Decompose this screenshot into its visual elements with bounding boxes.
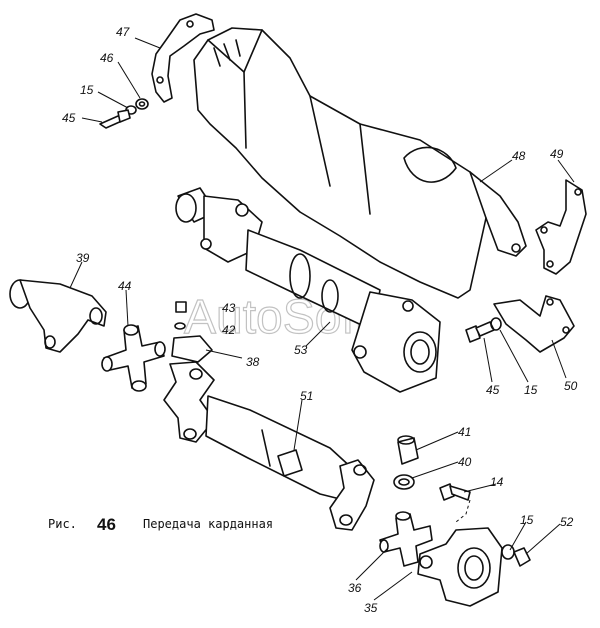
callout-51: 51 — [300, 389, 313, 403]
callout-53: 53 — [294, 343, 308, 357]
cross-spider-44 — [101, 324, 166, 392]
flange-yoke-35 — [417, 527, 503, 607]
cardan-shaft-upper-53 — [175, 187, 441, 393]
callout-48: 48 — [512, 149, 526, 163]
yoke-39 — [9, 279, 107, 353]
callout-49: 49 — [550, 147, 564, 161]
callout-14: 14 — [490, 475, 504, 489]
callout-44: 44 — [118, 279, 132, 293]
caption-prefix: Рис. — [48, 517, 77, 531]
gasket-42 — [174, 322, 186, 330]
callout-41: 41 — [458, 425, 471, 439]
cover-plate-38 — [171, 335, 213, 363]
callout-15-top: 15 — [80, 83, 94, 97]
callout-40: 40 — [458, 455, 472, 469]
callout-labels: 47 46 15 45 48 49 39 44 43 42 38 53 45 1… — [62, 25, 578, 615]
seal-40 — [393, 474, 415, 490]
bolt-45-top — [99, 109, 131, 129]
bolt-45-right — [465, 321, 495, 343]
callout-38: 38 — [246, 355, 260, 369]
bolt-14 — [439, 483, 471, 501]
bracket-49 — [535, 179, 587, 275]
figure-caption: Рис. 46 Передача карданная — [48, 515, 273, 534]
callout-52: 52 — [560, 515, 574, 529]
leader-lines — [69, 37, 575, 601]
cardan-shaft-lower-51 — [163, 361, 375, 531]
callout-45-top: 45 — [62, 111, 76, 125]
nut-52 — [513, 547, 531, 567]
guard-cover-48 — [193, 27, 527, 299]
grease-fitting-43 — [175, 301, 187, 313]
clamp-bracket-47 — [151, 13, 215, 103]
callout-50: 50 — [564, 379, 578, 393]
assembly-guide-line — [455, 499, 471, 523]
callout-15-right: 15 — [524, 383, 538, 397]
washer-46 — [135, 98, 149, 110]
caption-number: 46 — [97, 515, 116, 534]
callout-42: 42 — [222, 323, 236, 337]
washer-15-right — [490, 317, 502, 331]
callout-45-right: 45 — [486, 383, 500, 397]
callout-43: 43 — [222, 301, 236, 315]
callout-39: 39 — [76, 251, 90, 265]
callout-15-bottom: 15 — [520, 513, 534, 527]
caption-title: Передача карданная — [143, 517, 273, 531]
boot-41 — [397, 435, 419, 465]
callout-35: 35 — [364, 601, 378, 615]
bracket-50 — [493, 295, 575, 353]
callout-36: 36 — [348, 581, 362, 595]
callout-47: 47 — [116, 25, 131, 39]
callout-46: 46 — [100, 51, 114, 65]
